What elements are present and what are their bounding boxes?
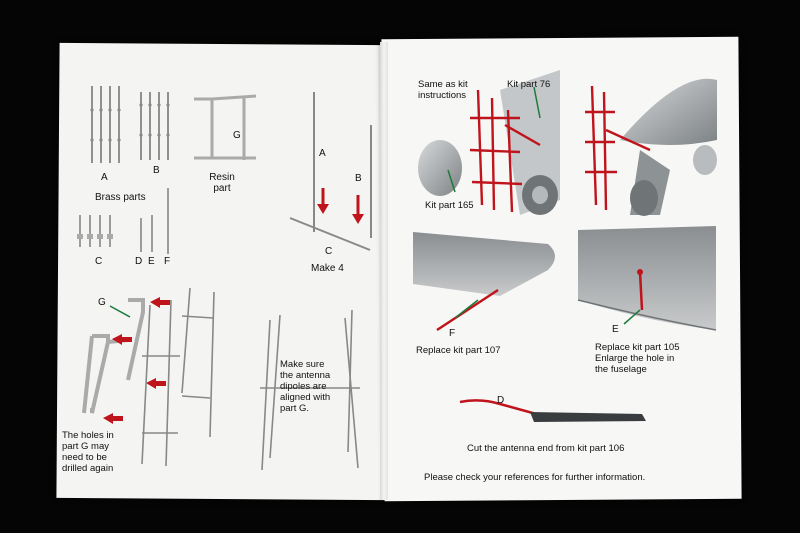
- kit-part-165-label: Kit part 165: [425, 200, 474, 211]
- assembly-abc: [289, 92, 372, 251]
- label-b: B: [153, 165, 160, 176]
- make-4-label: Make 4: [311, 263, 344, 274]
- align-note: Make sure the antenna dipoles are aligne…: [280, 359, 331, 414]
- same-as-kit-label: Same as kit instructions: [418, 79, 468, 101]
- brass-rods-b: [140, 92, 169, 160]
- g-callout-label: G: [98, 297, 106, 308]
- cut-antenna-label: Cut the antenna end from kit part 106: [467, 443, 625, 454]
- wing-render: [413, 232, 555, 332]
- replace-105-label: Replace kit part 105 Enlarge the hole in…: [595, 342, 680, 375]
- assembly-label-c: C: [325, 246, 333, 257]
- page-fold: [380, 42, 388, 500]
- label-a: A: [101, 172, 108, 183]
- antenna-label-d: D: [497, 395, 505, 406]
- label-d: D: [135, 256, 143, 267]
- references-note: Please check your references for further…: [424, 472, 646, 483]
- callout-lines: [447, 86, 641, 325]
- aligned-frame: [260, 309, 360, 471]
- assembly-arrows: [317, 188, 364, 224]
- wing-label-f: F: [449, 328, 456, 339]
- assembly-label-a: A: [319, 148, 326, 159]
- resin-part-g: [194, 94, 257, 160]
- label-f: F: [164, 256, 171, 267]
- g-callout-line: [109, 305, 131, 318]
- fuselage-label-e: E: [612, 324, 619, 335]
- label-c: C: [95, 256, 103, 267]
- kit-part-76-label: Kit part 76: [507, 79, 551, 90]
- resin-part-label: Resin part: [209, 172, 235, 194]
- red-arrows: [103, 297, 170, 424]
- dipole-ladder: [141, 287, 215, 467]
- small-parts-cdef: [79, 188, 169, 254]
- brass-parts-label: Brass parts: [95, 192, 146, 203]
- antenna-d: [459, 399, 646, 422]
- label-e: E: [148, 256, 155, 267]
- nose-render: [418, 70, 560, 215]
- red-antenna-array-1: [469, 89, 541, 213]
- replace-107-label: Replace kit part 107: [416, 345, 501, 356]
- holes-note: The holes in part G may need to be drill…: [62, 430, 114, 474]
- red-antenna-array-2: [585, 85, 651, 211]
- assembly-label-b: B: [355, 173, 362, 184]
- label-g: G: [233, 130, 241, 141]
- fuselage-render: [577, 226, 717, 331]
- brass-rods-a: [91, 86, 120, 163]
- nose-render-2: [600, 70, 717, 220]
